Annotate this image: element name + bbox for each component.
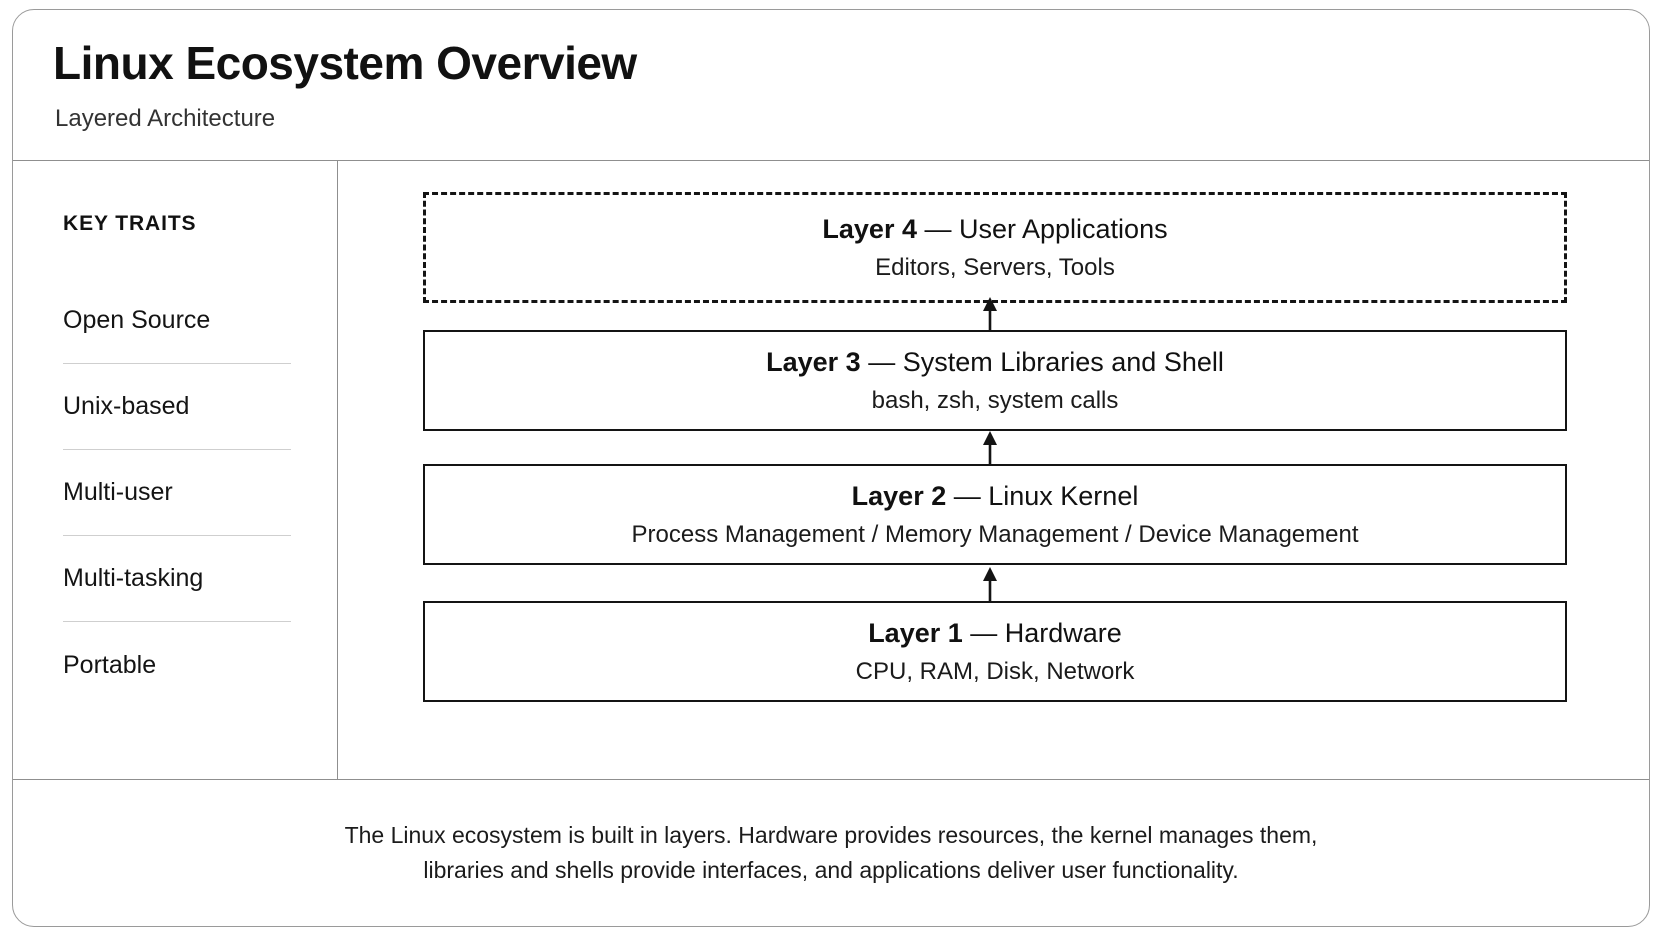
layer-box-4: Layer 4 — User Applications Editors, Ser… xyxy=(423,192,1567,303)
layer-1-title-bold: Layer 1 xyxy=(868,617,963,648)
layer-box-2: Layer 2 — Linux Kernel Process Managemen… xyxy=(423,464,1567,565)
trait-label: Portable xyxy=(63,650,157,679)
arrow-up-icon xyxy=(983,297,997,331)
trait-item-portable: Portable xyxy=(63,622,291,708)
key-traits-list: Open Source Unix-based Multi-user Multi-… xyxy=(63,278,291,708)
layer-1-title-rest: — Hardware xyxy=(962,617,1122,648)
layer-4-description: Editors, Servers, Tools xyxy=(875,253,1115,281)
layer-box-3: Layer 3 — System Libraries and Shell bas… xyxy=(423,330,1567,431)
trait-label: Open Source xyxy=(63,306,211,334)
layer-1-description: CPU, RAM, Disk, Network xyxy=(855,657,1135,685)
layer-box-1: Layer 1 — Hardware CPU, RAM, Disk, Netwo… xyxy=(423,601,1567,702)
layer-4-title: Layer 4 — User Applications xyxy=(822,214,1167,245)
layer-3-title: Layer 3 — System Libraries and Shell xyxy=(766,347,1224,378)
layer-3-title-bold: Layer 3 xyxy=(766,346,861,377)
trait-label: Multi-user xyxy=(63,478,173,506)
trait-label: Multi-tasking xyxy=(63,564,204,592)
layer-1-title: Layer 1 — Hardware xyxy=(868,618,1122,649)
card-header: Linux Ecosystem Overview Layered Archite… xyxy=(13,10,1649,161)
layer-4-title-bold: Layer 4 xyxy=(822,213,917,244)
page-title: Linux Ecosystem Overview xyxy=(53,37,637,89)
footer-line-2: libraries and shells provide interfaces,… xyxy=(423,856,1239,883)
trait-item-open-source: Open Source xyxy=(63,278,291,364)
card-footer: The Linux ecosystem is built in layers. … xyxy=(13,779,1649,925)
layer-3-description: bash, zsh, system calls xyxy=(871,386,1119,414)
trait-label: Unix-based xyxy=(63,392,190,420)
trait-item-multi-user: Multi-user xyxy=(63,450,291,536)
trait-item-multi-tasking: Multi-tasking xyxy=(63,536,291,622)
arrow-up-icon xyxy=(983,567,997,601)
layer-2-description: Process Management / Memory Management /… xyxy=(631,520,1359,548)
layer-2-title-rest: — Linux Kernel xyxy=(946,480,1139,511)
layer-3-title-rest: — System Libraries and Shell xyxy=(860,346,1224,377)
layer-2-title: Layer 2 — Linux Kernel xyxy=(852,481,1139,512)
trait-item-unix-based: Unix-based xyxy=(63,364,291,450)
layer-2-title-bold: Layer 2 xyxy=(851,480,947,511)
key-traits-sidebar: KEY TRAITS Open Source Unix-based Multi-… xyxy=(13,161,338,779)
layer-4-title-rest: — User Applications xyxy=(916,213,1168,244)
page-subtitle: Layered Architecture xyxy=(55,105,276,132)
diagram-card: Linux Ecosystem Overview Layered Archite… xyxy=(12,9,1650,927)
key-traits-heading: KEY TRAITS xyxy=(63,212,197,235)
footer-line-1: The Linux ecosystem is built in layers. … xyxy=(344,822,1318,848)
arrow-up-icon xyxy=(983,431,997,465)
layer-diagram: Layer 4 — User Applications Editors, Ser… xyxy=(338,161,1649,779)
